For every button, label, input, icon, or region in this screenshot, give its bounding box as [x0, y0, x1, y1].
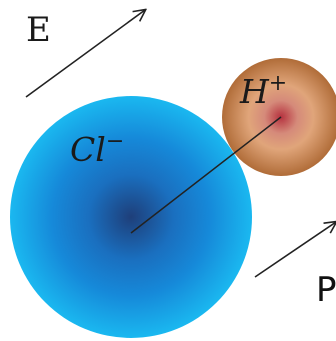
dipole-arrow — [254, 222, 336, 278]
field-arrow — [25, 10, 145, 98]
bond-line — [130, 116, 282, 234]
cation-symbol: H — [239, 72, 270, 111]
anion-symbol: Cl — [70, 130, 106, 169]
anion-sphere — [10, 96, 252, 338]
field-label: E — [26, 10, 51, 50]
dipole-label: P — [316, 270, 336, 310]
anion-label: Cl− — [70, 129, 124, 169]
cation-sphere — [222, 58, 336, 176]
cation-label: H+ — [239, 71, 287, 111]
cation-charge: + — [269, 71, 287, 96]
anion-charge: − — [106, 129, 124, 154]
